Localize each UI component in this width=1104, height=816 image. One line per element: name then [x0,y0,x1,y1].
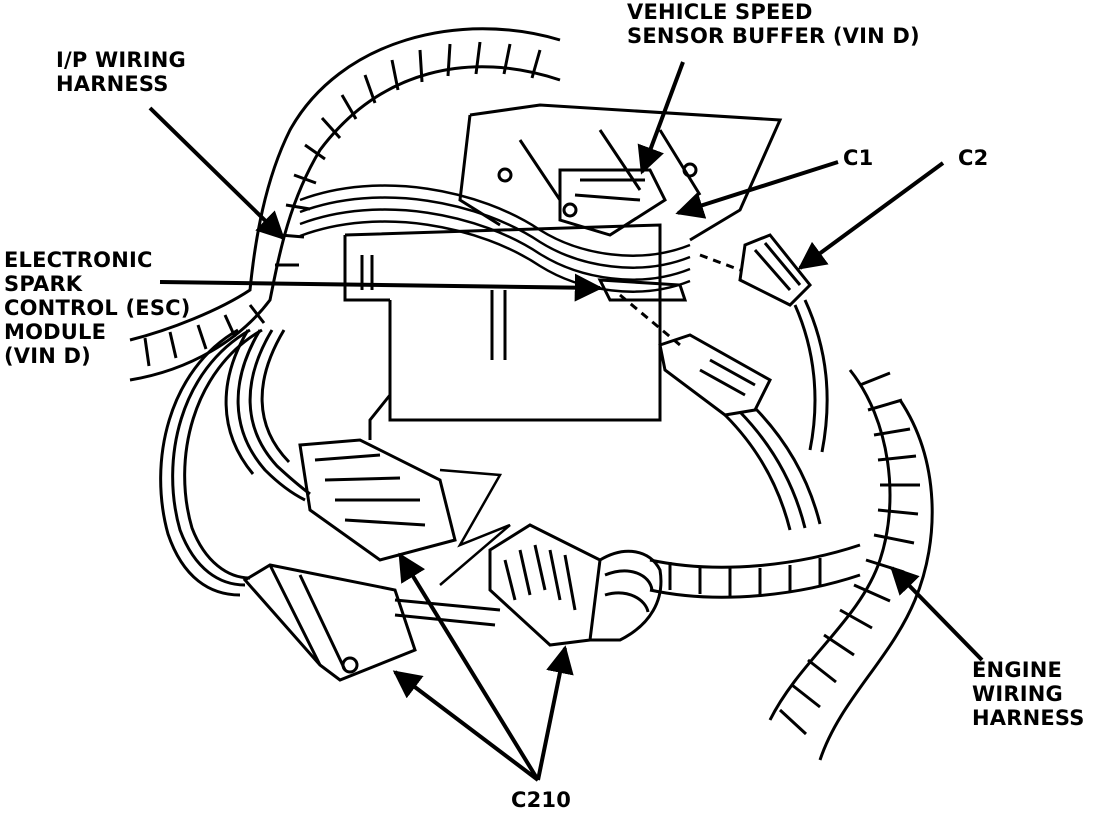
arrow-esc-module [159,273,603,302]
label-engine-wiring-harness: ENGINE WIRING HARNESS [972,658,1085,730]
label-engine-line2: WIRING [972,682,1063,706]
arrow-c1 [675,160,839,219]
arrow-ip-harness [148,106,286,240]
ip-wiring-harness [129,27,561,382]
arrow-vss-buffer [637,61,685,175]
arrow-c2 [797,161,945,270]
vss-buffer-bracket [458,103,783,242]
engine-wiring-harness [649,369,934,761]
c2-connector [699,233,829,453]
arrow-c210-a [392,670,540,782]
esc-module-body [343,223,688,440]
label-esc-line5: (VIN D) [4,344,91,368]
c210-connector-male [224,329,457,562]
leader-arrows [148,61,984,782]
label-vss-line2: SENSOR BUFFER (VIN D) [627,24,920,48]
label-esc-line2: SPARK [4,272,83,296]
label-ip-line2: HARNESS [56,72,169,96]
c210-connector-female [488,523,663,647]
ip-to-c1-wires [299,184,691,293]
label-esc-line3: CONTROL (ESC) [4,296,191,320]
label-esc-line1: ELECTRONIC [4,248,153,272]
c1-mating-connector [619,293,822,531]
label-vss-buffer: VEHICLE SPEED SENSOR BUFFER (VIN D) [627,0,920,48]
label-ip-line1: I/P WIRING [56,48,186,72]
label-c210: C210 [511,788,572,812]
label-esc-line4: MODULE [4,320,107,344]
label-engine-line3: HARNESS [972,706,1085,730]
label-ip-wiring-harness: I/P WIRING HARNESS [56,48,186,96]
label-c2: C2 [958,146,989,170]
c210-lower-connector [159,328,501,682]
arrow-engine-harness [890,565,984,662]
arrow-c210-b [398,552,540,782]
arrow-c210-c [536,645,574,781]
c210-engagement-outline [439,468,511,586]
label-engine-line1: ENGINE [972,658,1063,682]
label-vss-line1: VEHICLE SPEED [627,0,813,24]
label-c1: C1 [843,146,874,170]
label-esc-module: ELECTRONIC SPARK CONTROL (ESC) MODULE (V… [4,248,191,368]
